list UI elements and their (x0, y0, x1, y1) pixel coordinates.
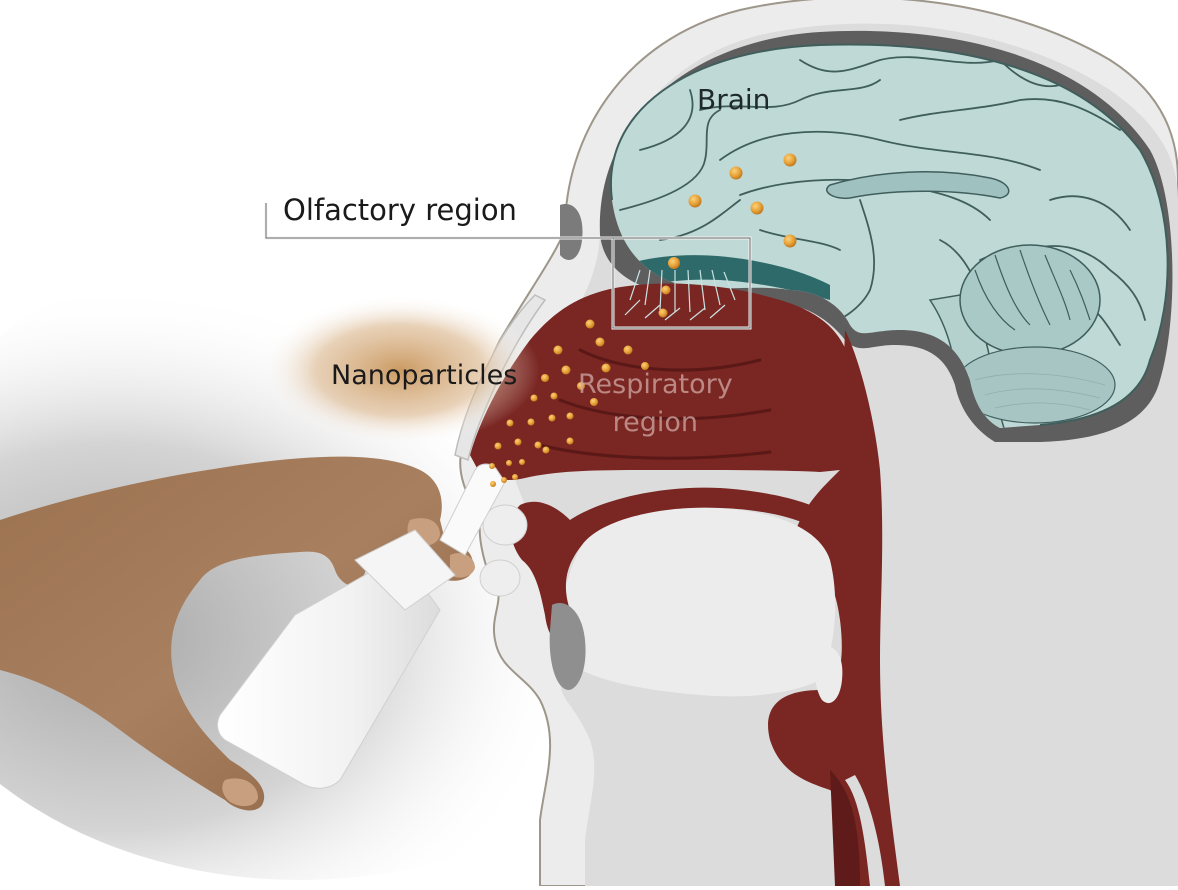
nanoparticles-label: Nanoparticles (331, 360, 518, 391)
pharynx (768, 330, 900, 886)
nasal-cavity (470, 283, 880, 481)
fingernail (222, 778, 258, 807)
nanoparticles-olfactory (658, 257, 680, 318)
bottle-body (217, 554, 441, 789)
nanoparticle-cloud (260, 295, 540, 445)
respiratory-region-label-line1: Respiratory (578, 369, 733, 400)
respiratory-region-label: Respiratory region (578, 366, 733, 442)
uvula (813, 646, 843, 704)
cerebellum (954, 244, 1116, 424)
corpus-callosum (826, 171, 1010, 200)
respiratory-region-label-line2: region (612, 407, 699, 438)
nanoparticles-brain (688, 153, 797, 248)
olfactory-bulb (615, 255, 830, 300)
pharynx-lower (830, 770, 860, 886)
hand (0, 456, 473, 811)
lower-lip (479, 559, 521, 597)
upper-lip (482, 504, 528, 546)
tooth (549, 603, 586, 690)
epiglottis-gap (845, 775, 885, 886)
olfactory-region-label: Olfactory region (283, 193, 517, 227)
fingernail (450, 553, 475, 578)
nasal-turbinates (538, 348, 772, 460)
brain-outline (609, 43, 1169, 426)
nanoparticles-nasal (489, 319, 649, 487)
bottle-collar (354, 529, 456, 611)
sinus-cavity (560, 204, 583, 260)
tongue (561, 507, 836, 697)
nasal-spray-bottle (217, 463, 506, 789)
olfactory-nerves (624, 269, 736, 321)
palate (510, 487, 840, 644)
brain-label: Brain (697, 83, 771, 116)
